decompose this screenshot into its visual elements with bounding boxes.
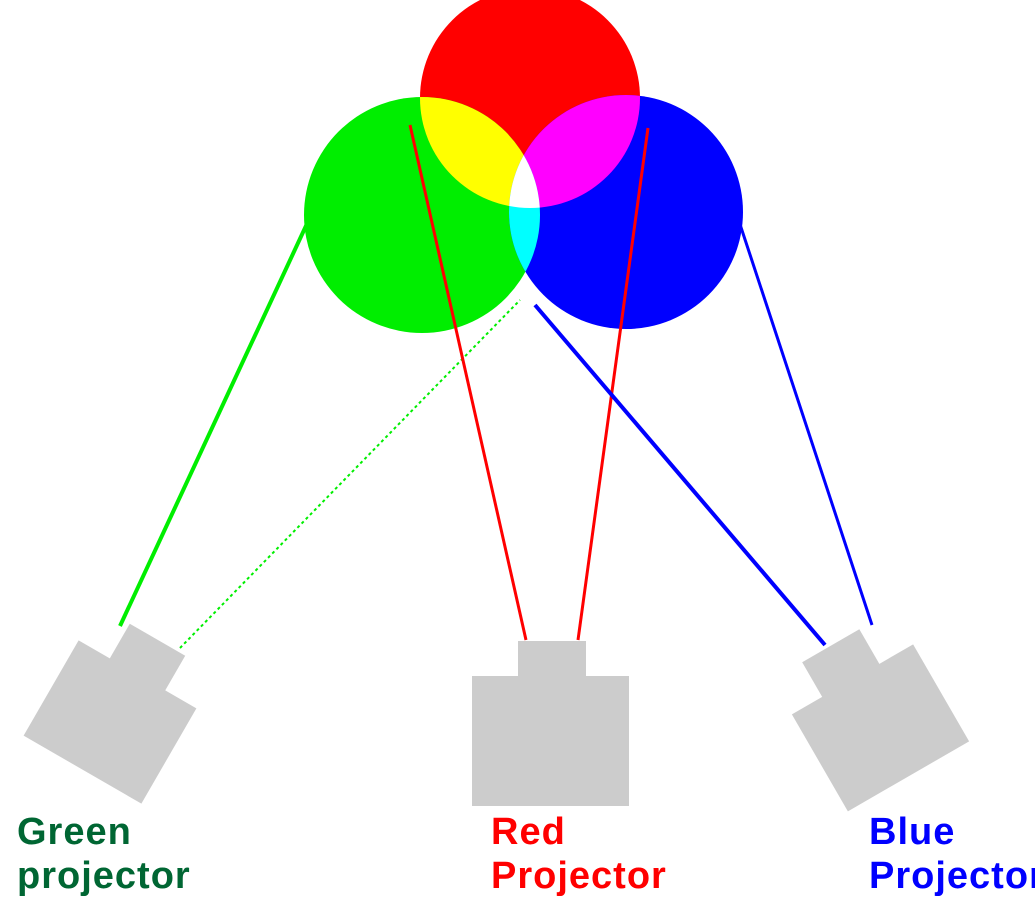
red-projector-body xyxy=(472,676,629,806)
projection-beams xyxy=(118,124,874,649)
blue-projector-label-line1: Blue xyxy=(869,811,956,853)
blue-projector-label: Blue Projector xyxy=(869,810,1035,898)
green-projector-label-line1: Green xyxy=(17,811,132,853)
magenta-overlap xyxy=(509,95,640,208)
red-projector-label-line2: Projector xyxy=(491,855,667,897)
green-projector-label: Green projector xyxy=(17,810,191,898)
blue-projector-label-line2: Projector xyxy=(869,855,1035,897)
color-circles xyxy=(304,0,743,333)
blue-beam-outer xyxy=(730,199,874,626)
blue-beam-inner xyxy=(533,303,827,647)
green-projector-body xyxy=(23,640,197,804)
red-beam-right xyxy=(576,127,650,641)
blue-projector-body xyxy=(791,644,970,812)
red-projector-lens xyxy=(518,641,586,678)
green-projector-label-line2: projector xyxy=(17,855,191,897)
green-beam-inner xyxy=(179,299,521,649)
yellow-overlap xyxy=(420,97,540,208)
red-projector xyxy=(472,641,629,806)
green-projector xyxy=(23,623,197,804)
blue-projector-lens xyxy=(802,629,881,699)
green-projector-lens xyxy=(108,623,186,693)
red-beam-left xyxy=(408,124,528,641)
red-projector-label-line1: Red xyxy=(491,811,566,853)
red-projector-label: Red Projector xyxy=(491,810,667,898)
green-beam-outer xyxy=(118,199,320,627)
blue-projector xyxy=(791,629,970,812)
